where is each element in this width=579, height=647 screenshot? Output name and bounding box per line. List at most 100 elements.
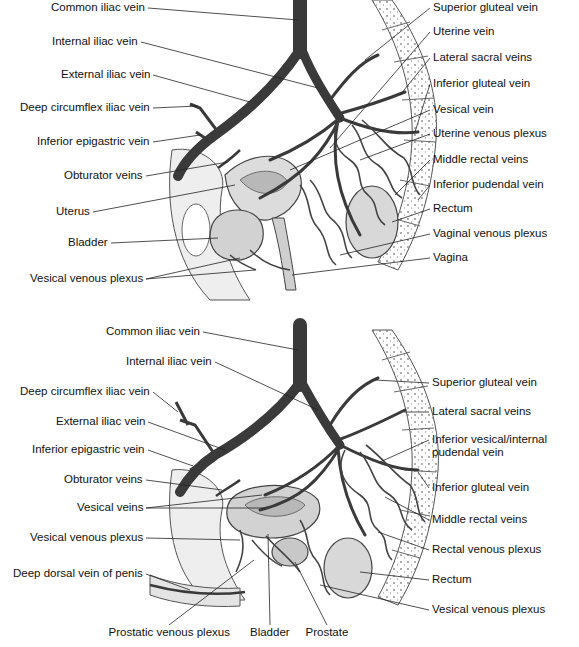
leader-line <box>295 562 327 625</box>
part-label: Inferior gluteal vein <box>432 481 529 494</box>
leader-line <box>203 332 298 350</box>
external-iliac-vein <box>178 50 300 176</box>
leader-line <box>169 560 254 625</box>
part-label: Common iliac vein <box>51 1 145 14</box>
part-label: Middle rectal veins <box>433 153 528 166</box>
external-iliac-vein <box>180 383 300 492</box>
small-tributaries <box>176 402 215 470</box>
leader-line <box>360 134 430 160</box>
part-label: Rectum <box>433 202 473 215</box>
leader-line <box>418 472 429 488</box>
common-iliac-vein <box>293 0 307 52</box>
leader-line <box>148 422 225 450</box>
part-label: Vesical veins <box>77 501 143 514</box>
part-label: Uterine venous plexus <box>433 127 547 140</box>
leader-lines <box>93 8 430 625</box>
part-label: External iliac vein <box>56 415 145 428</box>
obturator-veins <box>218 150 240 168</box>
leader-line <box>148 8 298 20</box>
obturator-foramen <box>182 204 210 256</box>
leader-line <box>380 440 429 462</box>
leader-line <box>330 32 430 148</box>
leader-line <box>148 450 193 466</box>
penis-root <box>150 575 240 607</box>
part-label: Deep dorsal vein of penis <box>13 567 143 580</box>
leader-line <box>375 380 429 383</box>
leader-line <box>146 258 240 279</box>
internal-iliac-branches <box>260 378 418 535</box>
part-label: Prostatic venous plexus <box>109 626 230 639</box>
leader-line <box>146 480 222 490</box>
part-label: Rectum <box>432 573 472 586</box>
leader-line <box>392 209 430 222</box>
leader-line <box>292 258 430 275</box>
internal-iliac-branches <box>260 55 418 235</box>
male-pelvis <box>150 325 438 607</box>
leader-line <box>93 185 235 212</box>
part-label: Vesical venous plexus <box>30 531 143 544</box>
obturator-veins <box>216 480 240 496</box>
part-label: Inferior gluteal vein <box>433 77 530 90</box>
part-label: Deep circumflex iliac vein <box>20 101 150 114</box>
part-label: Inferior vesical/internal pudendal vein <box>432 433 577 459</box>
leader-line <box>146 270 255 279</box>
leader-line <box>360 572 429 580</box>
part-label: Bladder <box>250 626 290 639</box>
leader-line <box>365 8 430 60</box>
leader-line <box>385 497 429 520</box>
vagina <box>272 218 296 290</box>
leader-line <box>146 495 262 508</box>
part-label: Lateral sacral veins <box>432 405 531 418</box>
part-label: Bladder <box>68 236 108 249</box>
part-label: Middle rectal veins <box>432 513 527 526</box>
leader-line <box>146 538 240 540</box>
leader-line <box>153 135 200 142</box>
part-label: Rectal venous plexus <box>432 543 541 556</box>
part-label: Vesical vein <box>433 103 494 116</box>
uterine-cavity <box>240 171 288 193</box>
part-label: Uterus <box>56 205 90 218</box>
part-label: Obturator veins <box>64 473 143 486</box>
part-label: Inferior epigastric vein <box>37 135 150 148</box>
part-label: Superior gluteal vein <box>433 1 538 14</box>
part-label: Prostate <box>306 626 349 639</box>
deep-dorsal-vein <box>150 585 245 594</box>
leader-line <box>111 238 218 243</box>
part-label: Vesical venous plexus <box>30 272 143 285</box>
part-label: Vaginal venous plexus <box>433 227 547 240</box>
leader-line <box>153 106 198 108</box>
small-tributaries <box>190 104 218 140</box>
leader-line <box>141 42 318 88</box>
leader-line <box>153 392 178 412</box>
leader-line <box>418 185 430 200</box>
leader-line <box>404 412 429 413</box>
leader-line <box>400 58 430 95</box>
part-label: Uterine vein <box>433 25 494 38</box>
leader-line <box>146 162 228 176</box>
bladder <box>210 210 263 260</box>
leader-line <box>146 574 190 590</box>
internal-iliac-vein <box>302 50 340 118</box>
leader-line <box>415 84 430 132</box>
female-pelvis <box>170 0 437 300</box>
leader-line <box>320 585 429 610</box>
part-label: External iliac vein <box>61 68 150 81</box>
part-label: Obturator veins <box>64 169 143 182</box>
rectum <box>324 538 372 598</box>
part-label: Vagina <box>433 251 468 264</box>
part-label: Inferior pudendal vein <box>433 178 544 191</box>
common-iliac-vein <box>293 325 307 385</box>
leader-line <box>215 362 318 410</box>
part-label: Deep circumflex iliac vein <box>20 385 150 398</box>
leader-line <box>340 234 430 255</box>
venous-plexuses <box>236 445 425 595</box>
leader-line <box>378 532 429 550</box>
sacrum <box>372 330 438 605</box>
leader-line <box>153 75 250 102</box>
part-label: Lateral sacral veins <box>433 51 532 64</box>
leader-line <box>146 508 265 509</box>
part-label: Common iliac vein <box>106 325 200 338</box>
leader-line <box>395 160 430 195</box>
venous-plexuses <box>230 120 420 270</box>
